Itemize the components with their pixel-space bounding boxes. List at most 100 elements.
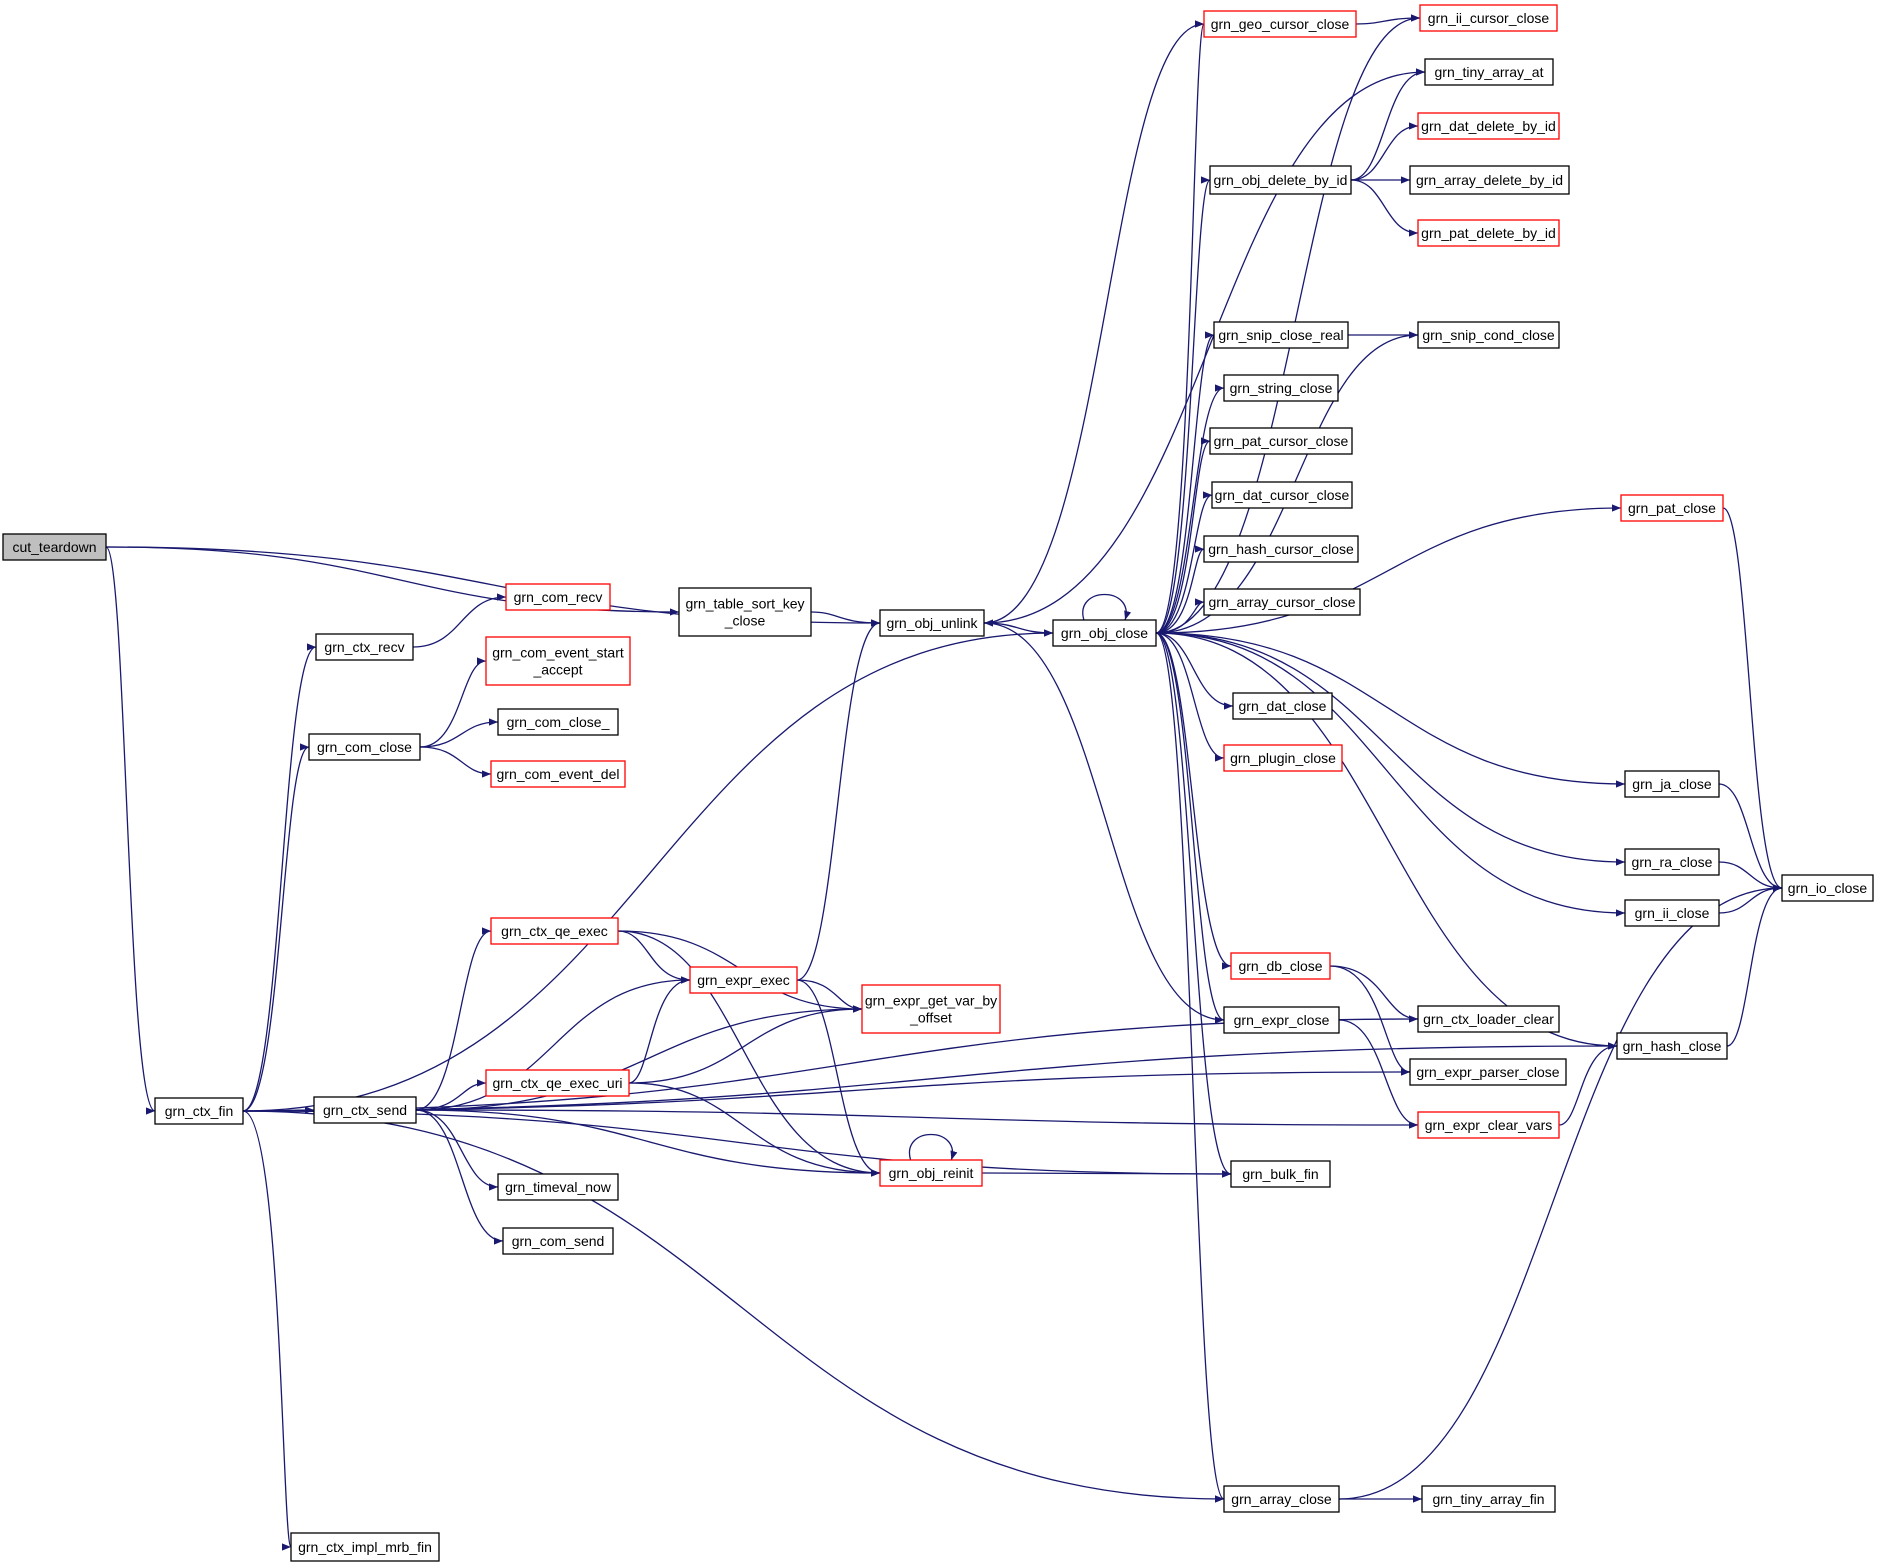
node-grn_ctx_loader_clear[interactable]: grn_ctx_loader_clear [1417, 1005, 1560, 1033]
edge-grn_pat_close-to-grn_io_close [1722, 507, 1783, 892]
node-label: grn_ctx_qe_exec [501, 923, 608, 939]
node-box [1624, 848, 1720, 876]
node-box [1616, 1032, 1728, 1060]
node-grn_obj_unlink[interactable]: grn_obj_unlink [879, 609, 985, 637]
node-grn_ctx_qe_exec[interactable]: grn_ctx_qe_exec [490, 917, 619, 945]
node-label: grn_ii_close [1635, 905, 1710, 921]
node-grn_db_close[interactable]: grn_db_close [1230, 952, 1331, 980]
node-label: grn_ctx_impl_mrb_fin [298, 1539, 432, 1555]
node-grn_hash_close[interactable]: grn_hash_close [1616, 1032, 1728, 1060]
node-box [879, 1159, 983, 1187]
edge-grn_ctx_send-to-grn_obj_reinit [415, 1109, 881, 1177]
node-grn_pat_cursor_close[interactable]: grn_pat_cursor_close [1209, 427, 1353, 455]
node-box [1230, 952, 1331, 980]
node-grn_com_close[interactable]: grn_com_close [308, 733, 421, 761]
edge-grn_ctx_fin-to-grn_ctx_impl_mrb_fin [242, 1110, 292, 1551]
node-grn_com_send[interactable]: grn_com_send [502, 1227, 614, 1255]
node-grn_dat_delete_by_id[interactable]: grn_dat_delete_by_id [1417, 112, 1560, 140]
node-box [1230, 1160, 1331, 1188]
node-label: grn_tiny_array_at [1435, 64, 1544, 80]
edge-grn_expr_close-to-grn_obj_unlink [983, 619, 1225, 1021]
edge-grn_obj_close-to-grn_hash_close [1155, 632, 1618, 1050]
edge-grn_obj_close-to-grn_obj_close [1082, 593, 1132, 621]
node-grn_timeval_now[interactable]: grn_timeval_now [497, 1173, 619, 1201]
node-grn_com_event_del[interactable]: grn_com_event_del [490, 760, 626, 788]
node-grn_ctx_recv[interactable]: grn_ctx_recv [315, 633, 414, 661]
node-label: grn_hash_close [1623, 1038, 1722, 1054]
node-box [1213, 321, 1349, 349]
node-grn_obj_delete_by_id[interactable]: grn_obj_delete_by_id [1209, 165, 1352, 195]
node-box [1417, 1111, 1560, 1139]
node-grn_pat_delete_by_id[interactable]: grn_pat_delete_by_id [1417, 219, 1560, 247]
node-grn_pat_close[interactable]: grn_pat_close [1620, 494, 1724, 522]
edge-grn_obj_delete_by_id-to-grn_dat_delete_by_id [1350, 122, 1419, 181]
edge-grn_expr_close-to-grn_expr_clear_vars [1338, 1019, 1419, 1129]
node-grn_plugin_close[interactable]: grn_plugin_close [1223, 744, 1343, 772]
node-grn_obj_reinit[interactable]: grn_obj_reinit [879, 1159, 983, 1187]
node-grn_io_close[interactable]: grn_io_close [1781, 874, 1874, 902]
node-grn_dat_cursor_close[interactable]: grn_dat_cursor_close [1211, 481, 1353, 509]
node-grn_com_event_start_accept[interactable]: grn_com_event_start_accept [485, 636, 631, 686]
node-grn_array_delete_by_id[interactable]: grn_array_delete_by_id [1409, 165, 1570, 195]
node-grn_com_close_[interactable]: grn_com_close_ [497, 708, 619, 736]
edge-grn_obj_close-to-grn_snip_close_real [1155, 331, 1215, 634]
node-grn_snip_close_real[interactable]: grn_snip_close_real [1213, 321, 1349, 349]
node-label: grn_obj_reinit [889, 1165, 974, 1181]
node-grn_snip_cond_close[interactable]: grn_snip_cond_close [1417, 321, 1560, 349]
node-box [1624, 899, 1720, 927]
node-grn_expr_get_var_by_offset[interactable]: grn_expr_get_var_by_offset [861, 984, 1001, 1034]
node-grn_tiny_array_fin[interactable]: grn_tiny_array_fin [1421, 1485, 1556, 1513]
edge-grn_ctx_fin-to-grn_obj_close [242, 629, 1054, 1112]
node-box [315, 633, 414, 661]
node-grn_ii_cursor_close[interactable]: grn_ii_cursor_close [1419, 4, 1558, 32]
node-grn_table_sort_key_close[interactable]: grn_table_sort_key_close [678, 587, 812, 637]
node-label: grn_com_event_start [492, 645, 624, 661]
node-grn_ctx_fin[interactable]: grn_ctx_fin [154, 1097, 244, 1125]
node-grn_expr_parser_close[interactable]: grn_expr_parser_close [1409, 1058, 1567, 1086]
node-grn_expr_exec[interactable]: grn_expr_exec [689, 966, 798, 994]
node-grn_obj_close[interactable]: grn_obj_close [1052, 619, 1157, 647]
node-grn_dat_close[interactable]: grn_dat_close [1232, 692, 1333, 720]
node-grn_array_close[interactable]: grn_array_close [1223, 1485, 1340, 1513]
node-label: grn_ii_cursor_close [1428, 10, 1550, 26]
node-grn_ja_close[interactable]: grn_ja_close [1624, 770, 1720, 798]
node-grn_string_close[interactable]: grn_string_close [1223, 374, 1339, 402]
node-grn_ra_close[interactable]: grn_ra_close [1624, 848, 1720, 876]
node-label: grn_pat_delete_by_id [1421, 225, 1556, 241]
edge-grn_ctx_fin-to-grn_expr_parser_close [242, 1068, 1411, 1112]
node-label: grn_ctx_fin [165, 1103, 233, 1119]
node-grn_ctx_qe_exec_uri[interactable]: grn_ctx_qe_exec_uri [485, 1069, 630, 1097]
edge-grn_obj_close-to-grn_ra_close [1155, 632, 1626, 866]
node-label: _accept [532, 662, 582, 678]
edge-grn_ctx_recv-to-grn_com_recv [412, 593, 507, 648]
node-box [154, 1097, 244, 1125]
node-grn_array_cursor_close[interactable]: grn_array_cursor_close [1203, 588, 1361, 616]
node-label: grn_io_close [1788, 880, 1868, 896]
edge-layer [105, 14, 1783, 1551]
edge-grn_obj_delete_by_id-to-grn_tiny_array_at [1350, 68, 1426, 181]
node-label: grn_ctx_qe_exec_uri [493, 1075, 623, 1091]
node-grn_com_recv[interactable]: grn_com_recv [505, 583, 611, 611]
node-box [2, 533, 107, 561]
node-grn_ctx_send[interactable]: grn_ctx_send [313, 1096, 417, 1124]
node-grn_expr_clear_vars[interactable]: grn_expr_clear_vars [1417, 1111, 1560, 1139]
node-grn_tiny_array_at[interactable]: grn_tiny_array_at [1424, 58, 1554, 86]
node-grn_hash_cursor_close[interactable]: grn_hash_cursor_close [1203, 535, 1359, 563]
node-label: grn_obj_close [1061, 625, 1148, 641]
node-grn_ii_close[interactable]: grn_ii_close [1624, 899, 1720, 927]
node-grn_ctx_impl_mrb_fin[interactable]: grn_ctx_impl_mrb_fin [290, 1532, 440, 1562]
node-label: cut_teardown [12, 539, 96, 555]
edge-cut_teardown-to-grn_ctx_fin [105, 546, 156, 1115]
node-grn_bulk_fin[interactable]: grn_bulk_fin [1230, 1160, 1331, 1188]
edge-grn_ctx_qe_exec_uri-to-grn_expr_exec [628, 976, 691, 1084]
node-grn_geo_cursor_close[interactable]: grn_geo_cursor_close [1203, 10, 1357, 38]
node-label: grn_expr_close [1234, 1012, 1330, 1028]
node-label: grn_expr_clear_vars [1425, 1117, 1553, 1133]
node-label: _close [724, 613, 766, 629]
node-cut_teardown[interactable]: cut_teardown [2, 533, 107, 561]
node-grn_expr_close[interactable]: grn_expr_close [1223, 1006, 1340, 1034]
node-box [1223, 1485, 1340, 1513]
node-label: grn_array_delete_by_id [1416, 172, 1563, 188]
node-label: grn_ja_close [1632, 776, 1712, 792]
